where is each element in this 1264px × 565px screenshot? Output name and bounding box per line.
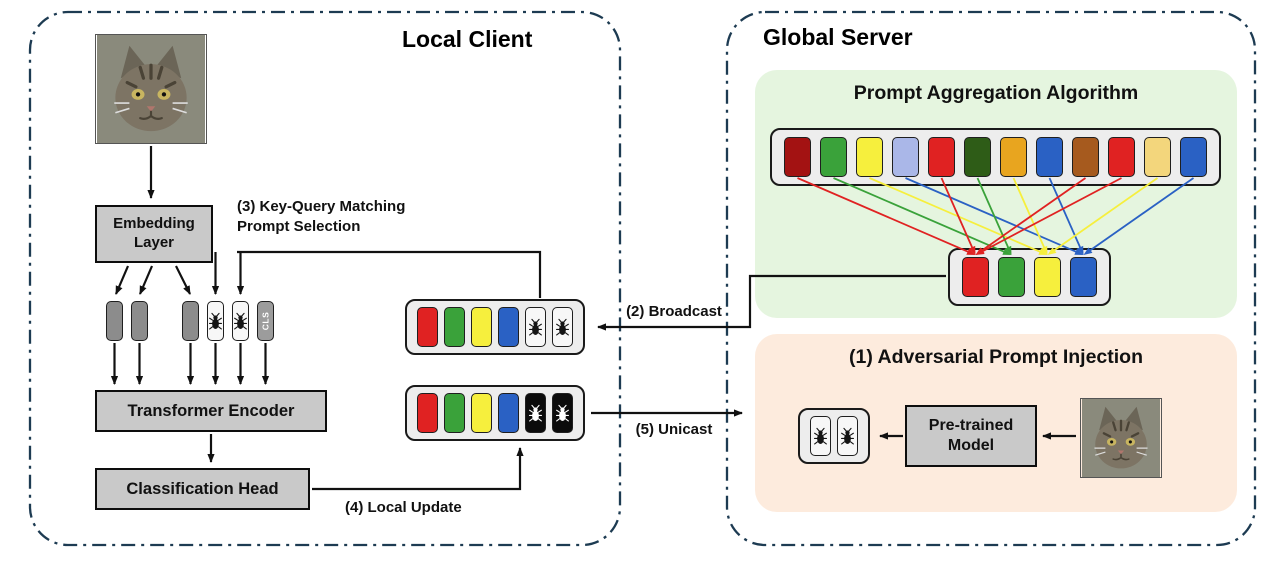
- light-yellow-token: [1144, 137, 1171, 177]
- gray-token: [106, 301, 123, 341]
- injection-title: (1) Adversarial Prompt Injection: [848, 346, 1143, 368]
- green-token: [998, 257, 1025, 297]
- blue-token: [1180, 137, 1207, 177]
- pretrained-model-box: Pre-trained Model: [905, 405, 1037, 467]
- bug-icon: [529, 318, 542, 336]
- cls-token: CLS: [257, 301, 274, 341]
- cat-image: [1080, 398, 1162, 478]
- classification-head-box: Classification Head: [95, 468, 310, 510]
- arrow-embedding-to-token: [114, 265, 130, 295]
- received-prompts-strip: [405, 299, 585, 355]
- adversarial-prompt-token: [525, 393, 546, 433]
- global-server-title: Global Server: [763, 24, 913, 50]
- brown-token: [1072, 137, 1099, 177]
- dark-red-token: [784, 137, 811, 177]
- step4-label: (4) Local Update: [345, 499, 462, 516]
- red-token: [928, 137, 955, 177]
- red-token: [1108, 137, 1135, 177]
- adversarial-prompt-token: [552, 307, 573, 347]
- adversarial-prompt-token: [552, 393, 573, 433]
- green-token: [444, 307, 465, 347]
- blue-token: [1036, 137, 1063, 177]
- green-token: [444, 393, 465, 433]
- gray-token: [131, 301, 148, 341]
- gray-token: [182, 301, 199, 341]
- local-client-title: Local Client: [402, 26, 533, 52]
- bug-icon: [234, 312, 247, 330]
- bug-icon: [529, 404, 542, 422]
- adversarial-prompt-token: [837, 416, 858, 456]
- adversarial-prompt-token: [232, 301, 249, 341]
- cat-image: [95, 34, 207, 144]
- bug-icon: [841, 427, 854, 445]
- yellow-token: [1034, 257, 1061, 297]
- arrow-local-update: [312, 447, 524, 491]
- red-token: [417, 393, 438, 433]
- aggregation-title: Prompt Aggregation Algorithm: [853, 82, 1139, 104]
- red-token: [417, 307, 438, 347]
- blue-token: [498, 393, 519, 433]
- lavender-token: [892, 137, 919, 177]
- arrow-embedding-to-token: [138, 265, 154, 295]
- yellow-token: [471, 307, 492, 347]
- step3-label: (3) Key-Query Matching Prompt Selection: [237, 198, 406, 235]
- broadcast-label: (2) Broadcast: [626, 303, 722, 320]
- aggregated-prompts-strip: [948, 248, 1111, 306]
- yellow-token: [856, 137, 883, 177]
- prompt-pool-strip: [770, 128, 1221, 186]
- updated-prompts-strip: [405, 385, 585, 441]
- prompt-selection-connector: [237, 250, 542, 298]
- orange-token: [1000, 137, 1027, 177]
- adversarial-prompt-token: [810, 416, 831, 456]
- blue-token: [498, 307, 519, 347]
- green-token: [820, 137, 847, 177]
- embedding-layer-box: Embedding Layer: [95, 205, 213, 263]
- bug-icon: [556, 404, 569, 422]
- blue-token: [1070, 257, 1097, 297]
- red-token: [962, 257, 989, 297]
- bug-icon: [814, 427, 827, 445]
- unicast-label: (5) Unicast: [635, 421, 713, 438]
- bug-icon: [556, 318, 569, 336]
- adversarial-prompt-token: [525, 307, 546, 347]
- bug-icon: [209, 312, 222, 330]
- arrow-embedding-to-token: [175, 265, 191, 295]
- transformer-encoder-box: Transformer Encoder: [95, 390, 327, 432]
- dark-green-token: [964, 137, 991, 177]
- cls-label: CLS: [260, 311, 271, 331]
- yellow-token: [471, 393, 492, 433]
- injected-prompts-strip: [798, 408, 870, 464]
- adversarial-prompt-token: [207, 301, 224, 341]
- embedded-tokens-row: CLS: [106, 301, 274, 341]
